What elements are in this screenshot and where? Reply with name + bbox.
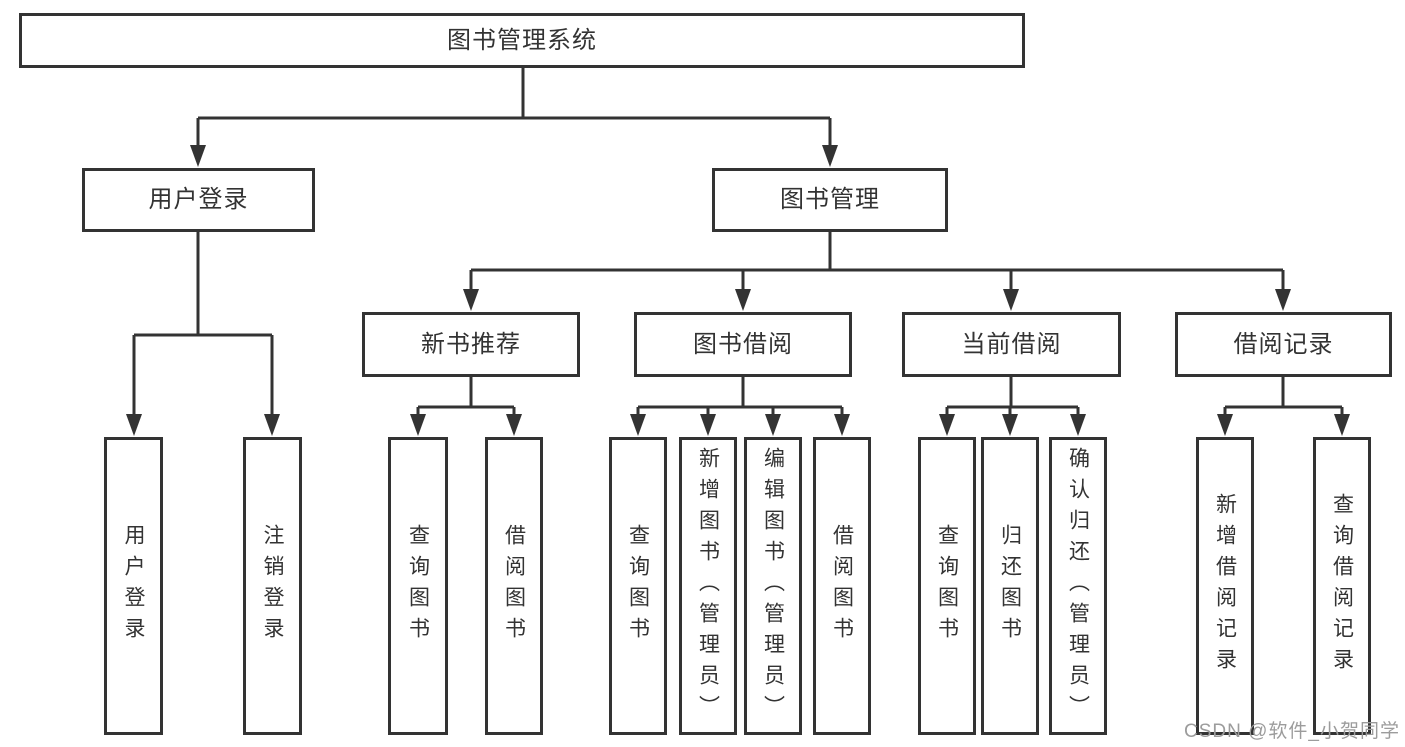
- arrow-icon: [834, 414, 850, 436]
- leaf-query-borrow-record: 查询借阅记录: [1313, 437, 1371, 735]
- leaf-add-book-admin: 新增图书（管理员）: [679, 437, 737, 735]
- leaf-query-books-recommend: 查询图书: [388, 437, 448, 735]
- node-new-book-recommend: 新书推荐: [362, 312, 580, 377]
- node-root-label: 图书管理系统: [447, 26, 597, 54]
- leaf-query-books-borrowing: 查询图书: [609, 437, 667, 735]
- arrow-icon: [700, 414, 716, 436]
- node-book-management-branch: 图书管理: [712, 168, 948, 232]
- leaf-add-borrow-record-label: 新增借阅记录: [1213, 493, 1237, 679]
- leaf-query-books-current: 查询图书: [918, 437, 976, 735]
- leaf-query-books-borrowing-label: 查询图书: [626, 524, 650, 648]
- arrow-icon: [1002, 414, 1018, 436]
- arrow-icon: [1217, 414, 1233, 436]
- node-root: 图书管理系统: [19, 13, 1025, 68]
- leaf-borrow-books-recommend: 借阅图书: [485, 437, 543, 735]
- leaf-query-borrow-record-label: 查询借阅记录: [1330, 493, 1354, 679]
- node-book-borrowing-label: 图书借阅: [693, 330, 793, 358]
- node-book-borrowing: 图书借阅: [634, 312, 852, 377]
- arrow-icon: [1003, 289, 1019, 311]
- csdn-watermark: CSDN @软件_小贺同学: [1184, 721, 1400, 742]
- arrow-icon: [735, 289, 751, 311]
- leaf-borrow-books: 借阅图书: [813, 437, 871, 735]
- arrow-icon: [939, 414, 955, 436]
- node-new-book-recommend-label: 新书推荐: [421, 330, 521, 358]
- arrow-icon: [1070, 414, 1086, 436]
- leaf-user-login: 用户登录: [104, 437, 163, 735]
- node-borrowing-records-label: 借阅记录: [1233, 330, 1334, 358]
- arrow-icon: [765, 414, 781, 436]
- node-user-login-branch: 用户登录: [82, 168, 315, 232]
- arrow-icon: [1275, 289, 1291, 311]
- leaf-return-book-label: 归还图书: [998, 524, 1022, 648]
- arrow-icon: [126, 414, 142, 436]
- arrow-icon: [1334, 414, 1350, 436]
- leaf-borrow-books-label: 借阅图书: [830, 524, 854, 648]
- arrow-icon: [264, 414, 280, 436]
- leaf-edit-book-admin: 编辑图书（管理员）: [744, 437, 802, 735]
- node-user-login-branch-label: 用户登录: [148, 186, 249, 213]
- arrowheads: [126, 145, 1350, 436]
- leaf-user-login-label: 用户登录: [122, 524, 145, 648]
- leaf-add-book-admin-label: 新增图书（管理员）: [696, 446, 720, 726]
- leaf-query-books-current-label: 查询图书: [935, 524, 959, 648]
- arrow-icon: [506, 414, 522, 436]
- leaf-logout: 注销登录: [243, 437, 302, 735]
- leaf-confirm-return-admin: 确认归还（管理员）: [1049, 437, 1107, 735]
- leaf-confirm-return-admin-label: 确认归还（管理员）: [1066, 446, 1090, 726]
- leaf-return-book: 归还图书: [981, 437, 1039, 735]
- leaf-add-borrow-record: 新增借阅记录: [1196, 437, 1254, 735]
- node-borrowing-records: 借阅记录: [1175, 312, 1392, 377]
- arrow-icon: [822, 145, 838, 167]
- node-current-borrowing: 当前借阅: [902, 312, 1121, 377]
- leaf-query-books-recommend-label: 查询图书: [406, 524, 430, 648]
- node-book-management-branch-label: 图书管理: [780, 186, 880, 213]
- arrow-icon: [410, 414, 426, 436]
- node-current-borrowing-label: 当前借阅: [961, 330, 1062, 358]
- leaf-edit-book-admin-label: 编辑图书（管理员）: [761, 446, 785, 726]
- leaf-borrow-books-recommend-label: 借阅图书: [502, 524, 526, 648]
- arrow-icon: [630, 414, 646, 436]
- arrow-icon: [190, 145, 206, 167]
- leaf-logout-label: 注销登录: [261, 524, 284, 648]
- arrow-icon: [463, 289, 479, 311]
